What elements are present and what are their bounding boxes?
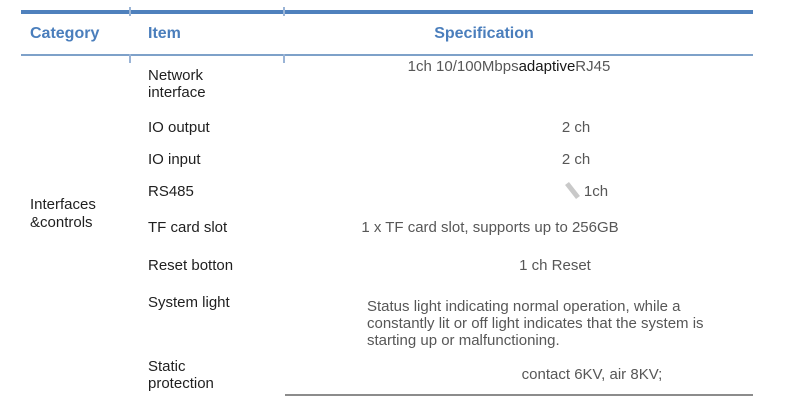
table-row: Reset botton 1 ch Reset — [131, 247, 753, 284]
table-row: System light Status light indicating nor… — [131, 284, 753, 354]
slash-mark-icon — [564, 181, 580, 199]
table-row: IO output 2 ch — [131, 111, 753, 143]
table-row: Network interface 1ch 10/100Mbps adaptiv… — [131, 56, 753, 111]
spec-text: 1ch 10/100Mbps — [407, 58, 519, 75]
column-header-specification: Specification — [434, 25, 534, 42]
item-system-light: System light — [148, 294, 230, 311]
item-static-protection: Static protection — [148, 358, 214, 392]
table-row: IO input 2 ch — [131, 143, 753, 175]
column-boundary-tick — [283, 54, 285, 63]
table-header-row: Category Item Specification — [21, 14, 753, 56]
spec-system-light: Status light indicating normal operation… — [367, 298, 704, 349]
table-body: Interfaces &controls Network interface 1… — [21, 56, 753, 396]
column-boundary-tick — [129, 7, 131, 16]
spec-tf-card-slot: 1 x TF card slot, supports up to 256GB — [361, 218, 619, 236]
item-tf-card-slot: TF card slot — [148, 218, 228, 236]
table-row: RS485 1ch — [131, 175, 753, 207]
item-io-output: IO output — [148, 118, 210, 136]
column-header-category: Category — [30, 25, 100, 42]
column-boundary-tick — [283, 7, 285, 16]
spec-text: RJ45 — [575, 58, 611, 75]
spec-reset-botton: 1 ch Reset — [519, 257, 591, 274]
column-header-item: Item — [148, 25, 181, 42]
item-network-interface: Network interface — [148, 66, 206, 101]
item-reset-botton: Reset botton — [148, 257, 234, 274]
item-io-input: IO input — [148, 150, 201, 168]
spec-network-interface: 1ch 10/100Mbps adaptive RJ45 — [285, 56, 753, 111]
column-boundary-tick — [129, 54, 131, 63]
specification-table: Category Item Specification Interfaces &… — [21, 7, 753, 396]
item-spec-rows: Network interface 1ch 10/100Mbps adaptiv… — [131, 56, 753, 396]
category-cell-interfaces-controls: Interfaces &controls — [30, 196, 96, 231]
spec-io-output: 2 ch — [561, 118, 591, 136]
item-rs485: RS485 — [148, 182, 194, 200]
spec-io-input: 2 ch — [561, 150, 591, 168]
spec-text-emphasis: adaptive — [518, 58, 576, 75]
spec-text: 1ch — [583, 182, 609, 200]
spec-rs485: 1ch — [285, 175, 753, 207]
table-row: TF card slot 1 x TF card slot, supports … — [131, 207, 753, 247]
table-row: Static protection contact 6KV, air 8KV; — [131, 354, 753, 396]
spec-static-protection: contact 6KV, air 8KV; — [285, 354, 753, 396]
